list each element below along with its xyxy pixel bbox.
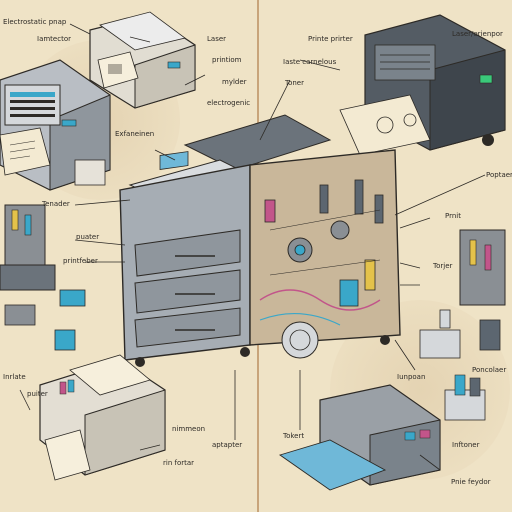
thermal-printer-bottom-right [278,384,441,491]
label-exfaneinen: Exfaneinen [115,130,155,138]
label-laser-erienpor: Laser/erienpor [452,30,503,38]
left-mechanism-group [0,204,86,351]
label-laser: Laser [207,35,227,43]
label-toner: Toner [285,79,304,87]
label-puater: puater [76,233,100,241]
small-printer-top-center [89,11,196,109]
label-poncolaer: Poncolaer [472,366,507,374]
inkjet-printer-bottom-left [39,354,166,481]
laser-printer-top-right [339,14,506,156]
label-printfeber: printfeber [63,257,98,265]
label-iaste-carnelous: Iaste carnelous [283,58,337,66]
label-electrogenic: electrogenic [207,99,251,107]
label-aptapter: aptapter [212,441,243,449]
internal-mechanism [259,179,384,359]
leader-arrows [19,23,486,471]
label-printiom: printiom [212,56,242,64]
main-copier [119,114,401,367]
toner-cartridges [444,374,486,421]
label-rin-fortar: rin fortar [163,459,195,467]
label-iunpoan: Iunpoan [397,373,426,381]
label-pnie-feydor: Pnie feydor [451,478,491,486]
label-torjer: Torjer [433,262,453,270]
label-poptaer: Poptaer [486,171,512,179]
laser-printer-top-left [0,59,111,191]
label-puiter: puiter [27,390,48,398]
label-mylder: mylder [222,78,247,86]
label-iamtector: Iamtector [37,35,71,43]
label-inftoner: Inftoner [452,441,480,449]
label-tokert: Tokert [283,432,305,440]
label-tenader: Tenader [42,200,70,208]
label-prnit: Prnit [445,212,461,220]
label-electrostatic: Electrostatic pnap [3,18,67,26]
label-printe-prirter: Printe prirter [308,35,353,43]
right-mechanism-group [419,229,506,359]
label-nimmeon: nimmeon [172,425,206,433]
label-inrlate: Inrlate [3,373,26,381]
